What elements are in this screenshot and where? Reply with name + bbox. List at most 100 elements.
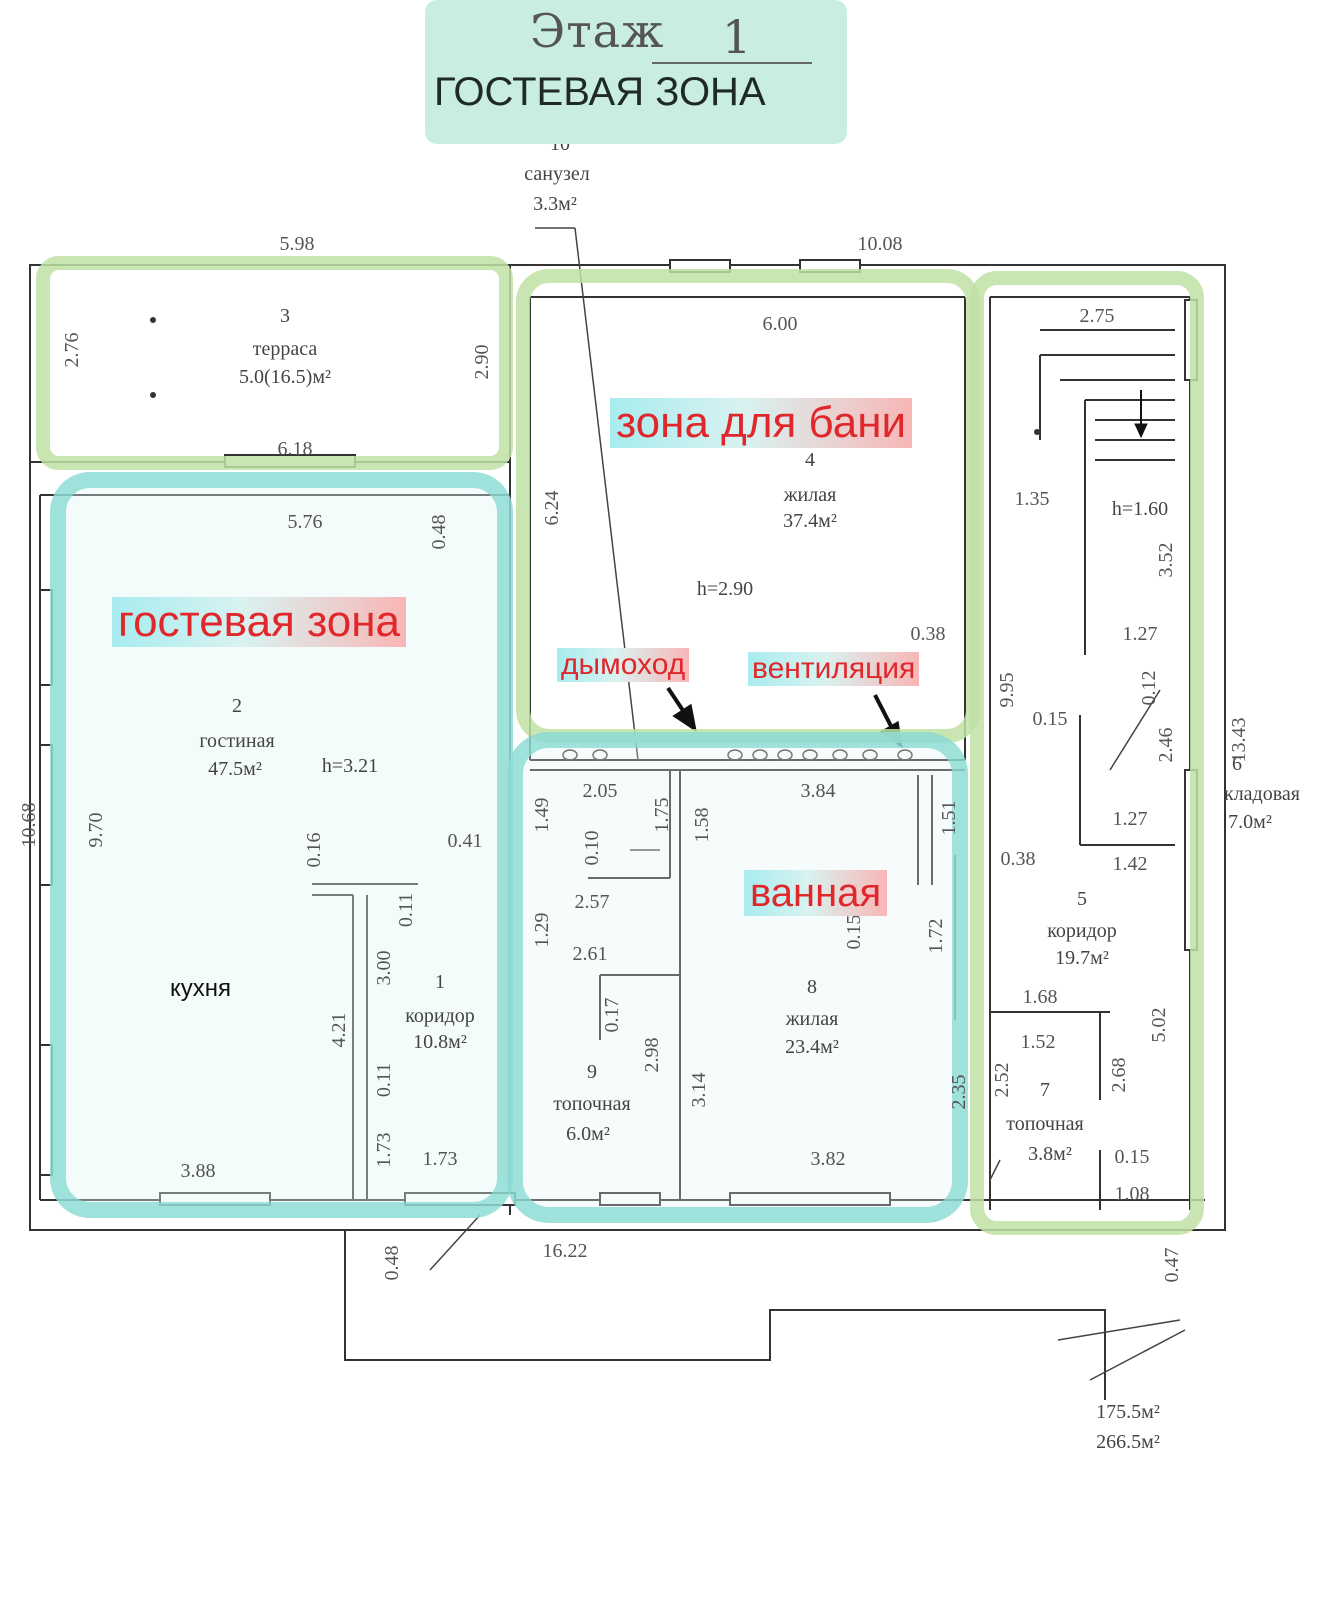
- room-10-area: 3.3м²: [533, 193, 577, 215]
- room-9-name: топочная: [553, 1093, 631, 1115]
- dimension-r502: 5.02: [1148, 1008, 1170, 1043]
- room-2-area: 47.5м²: [208, 758, 262, 780]
- dimension-st038: 0.38: [1001, 848, 1036, 870]
- dimension-corr_011a: 0.11: [395, 893, 417, 927]
- room-7-name: топочная: [1006, 1113, 1084, 1135]
- zone-label-bathroom: ванная: [744, 870, 888, 916]
- room-3-area: 5.0(16.5)м²: [239, 366, 331, 388]
- room-8-area: 23.4м²: [785, 1036, 839, 1058]
- dimension-d382: 3.82: [811, 1148, 846, 1170]
- dimension-labels: 5.98 10.08 2.76 2.90 6.18 6.00 6.24 0.38…: [18, 233, 1250, 1283]
- dimension-st142: 1.42: [1113, 853, 1148, 875]
- dimension-d314: 3.14: [688, 1073, 710, 1108]
- dimension-st135: 1.35: [1015, 488, 1050, 510]
- dimension-outer_left: 10.68: [18, 803, 40, 848]
- dimension-r047: 0.47: [1161, 1248, 1183, 1283]
- dimension-r168: 1.68: [1023, 986, 1058, 1008]
- total-area-2: 266.5м²: [1096, 1431, 1160, 1453]
- dimension-d257: 2.57: [575, 891, 610, 913]
- room-1-area: 10.8м²: [413, 1031, 467, 1053]
- dimension-d235: 2.35: [948, 1075, 970, 1110]
- dimension-outer_1343: 13.43: [1228, 718, 1250, 763]
- dimension-d261: 2.61: [573, 943, 608, 965]
- dimension-r152: 1.52: [1021, 1031, 1056, 1053]
- dimension-terrace_right: 2.90: [471, 345, 493, 380]
- room-6-num: 6: [1232, 753, 1242, 775]
- zone-highlights: [36, 256, 1204, 1235]
- dimension-st352: 3.52: [1155, 543, 1177, 578]
- dimension-d129: 1.29: [531, 913, 553, 948]
- room-1-name: коридор: [405, 1005, 475, 1027]
- dimension-d158: 1.58: [691, 808, 713, 843]
- dimension-st275: 2.75: [1080, 305, 1115, 327]
- floor-number: 1: [722, 10, 752, 64]
- room-3-name: терраса: [253, 338, 318, 360]
- dimension-terrace_left: 2.76: [61, 333, 83, 368]
- dimension-d175: 1.75: [651, 798, 673, 833]
- room-5-num: 5: [1077, 888, 1087, 910]
- room-4-height: h=2.90: [697, 578, 753, 600]
- dimension-living_top: 5.76: [288, 511, 323, 533]
- floor-label: Этаж: [530, 4, 665, 58]
- ventilation-label: вентиляция: [748, 652, 920, 686]
- dimension-corr_173a: 1.73: [373, 1133, 395, 1168]
- total-area-1: 175.5м²: [1096, 1401, 1160, 1423]
- dimension-corr_421: 4.21: [328, 1013, 350, 1048]
- dimension-st012: 0.12: [1138, 671, 1160, 706]
- dimension-room4_left: 6.24: [541, 491, 563, 526]
- dimension-top_right: 10.08: [858, 233, 903, 255]
- vent-holes: [562, 749, 913, 761]
- room-8-name: жилая: [785, 1008, 839, 1030]
- dimension-corr_011b: 0.11: [373, 1063, 395, 1097]
- room-5-area: 19.7м²: [1055, 947, 1109, 969]
- room-8-num: 8: [807, 976, 817, 998]
- dimension-terrace_bottom: 6.18: [278, 438, 313, 460]
- room-2-name: гостиная: [199, 730, 274, 752]
- dimension-d298: 2.98: [641, 1038, 663, 1073]
- dimension-corr_041: 0.41: [448, 830, 483, 852]
- kitchen-label: кухня: [170, 975, 232, 1002]
- room-10-name: санузел: [524, 163, 589, 185]
- dimension-top_left: 5.98: [280, 233, 315, 255]
- room-3-num: 3: [280, 305, 290, 327]
- floor-underline: [652, 62, 812, 64]
- zone-label-guest: гостевая зона: [112, 597, 407, 647]
- room-1-num: 1: [435, 971, 445, 993]
- room-4-name: жилая: [783, 484, 837, 506]
- room-dots: [150, 317, 1040, 435]
- dimension-living_048: 0.48: [428, 515, 450, 550]
- dimension-d151: 1.51: [938, 801, 960, 836]
- dimension-bottom_total: 16.22: [543, 1240, 588, 1262]
- room-9-num: 9: [587, 1061, 597, 1083]
- header-panel: [425, 0, 847, 144]
- dimension-r015: 0.15: [1115, 1146, 1150, 1168]
- dimension-corr_016: 0.16: [303, 833, 325, 868]
- dimension-bottom_048: 0.48: [381, 1246, 403, 1281]
- dimension-st127a: 1.27: [1123, 623, 1158, 645]
- dimension-st127b: 1.27: [1113, 808, 1148, 830]
- dimension-d172: 1.72: [925, 919, 947, 954]
- dimension-r108: 1.08: [1115, 1183, 1150, 1205]
- dimension-room4_right: 0.38: [911, 623, 946, 645]
- dimension-r252: 2.52: [991, 1063, 1013, 1098]
- dimension-d149: 1.49: [531, 798, 553, 833]
- dimension-r268: 2.68: [1108, 1058, 1130, 1093]
- dimension-living_left: 9.70: [85, 813, 107, 848]
- dimension-st246: 2.46: [1155, 728, 1177, 763]
- room-2-num: 2: [232, 695, 242, 717]
- room-5-name: коридор: [1047, 920, 1117, 942]
- room-7-num: 7: [1040, 1079, 1050, 1101]
- dimension-outer_995: 9.95: [996, 673, 1018, 708]
- room-labels: 10 санузел 3.3м² 3 терраса 5.0(16.5)м² 4…: [199, 133, 1300, 1453]
- stair-height: h=1.60: [1112, 498, 1168, 520]
- dimension-room4_top: 6.00: [763, 313, 798, 335]
- dimension-d205: 2.05: [583, 780, 618, 802]
- room-4-num: 4: [805, 449, 815, 471]
- dimension-d384: 3.84: [801, 780, 836, 802]
- dimension-corr_173b: 1.73: [423, 1148, 458, 1170]
- dimension-living_bottom: 3.88: [181, 1160, 216, 1182]
- dimension-st015: 0.15: [1033, 708, 1068, 730]
- dimension-d015: 0.15: [843, 915, 865, 950]
- dimension-corr_300: 3.00: [373, 951, 395, 986]
